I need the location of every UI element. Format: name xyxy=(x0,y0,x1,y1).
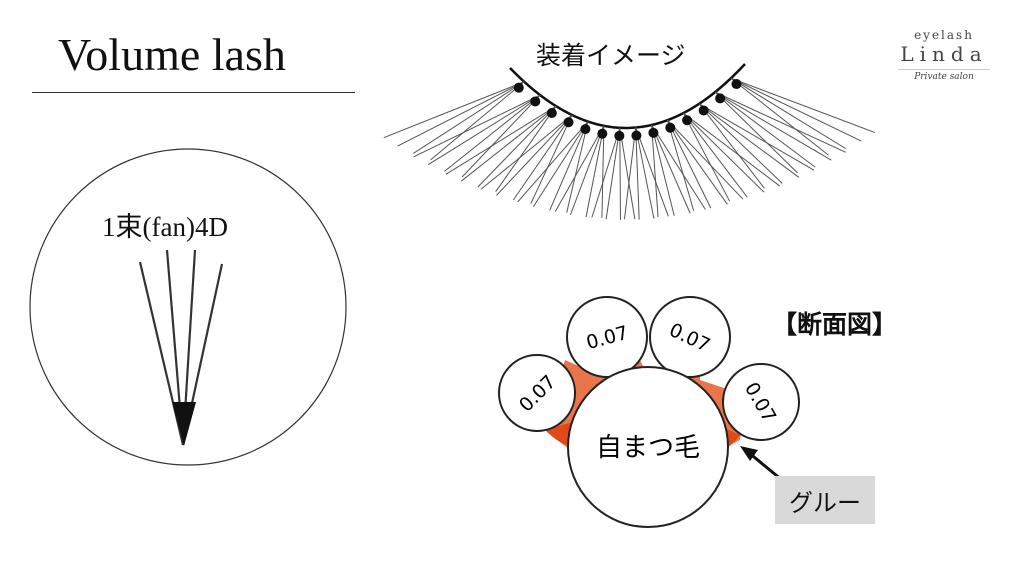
strip-lash xyxy=(566,121,589,213)
lash-strip xyxy=(383,63,876,220)
glue-label: グルー xyxy=(775,476,875,524)
strip-lash xyxy=(667,120,695,211)
strip-lash xyxy=(683,112,780,187)
lash-fan xyxy=(138,249,224,446)
strip-lash xyxy=(605,127,621,220)
page-title: Volume lash xyxy=(58,29,286,80)
strip-lash xyxy=(397,81,525,147)
strip-lash xyxy=(413,81,525,154)
natural-lash-circle xyxy=(567,366,729,528)
strip-lash xyxy=(413,94,541,158)
strip-lash-base xyxy=(530,96,541,107)
strip-lash xyxy=(714,91,832,161)
logo-sub: Private salon xyxy=(898,69,990,82)
strip-lash xyxy=(714,91,846,153)
fan-base xyxy=(172,402,196,446)
fan-circle xyxy=(29,148,347,466)
strip-lash xyxy=(569,125,605,216)
strip-lash-base xyxy=(715,93,726,104)
strip-lash-base xyxy=(580,124,591,135)
lash-line xyxy=(509,63,746,130)
strip-lash-base xyxy=(698,105,709,116)
strip-lash xyxy=(667,119,744,200)
strip-lash-base xyxy=(597,128,608,139)
title-divider xyxy=(32,92,355,93)
strip-lash xyxy=(682,112,748,198)
strip-lash-base xyxy=(614,130,625,141)
strip-lash-base xyxy=(648,127,659,138)
strip-lash xyxy=(383,81,525,139)
wear-image-label: 装着イメージ xyxy=(536,41,686,70)
extension-circle xyxy=(649,296,731,378)
strip-lash xyxy=(714,91,798,174)
strip-lash xyxy=(532,121,589,208)
strip-lash xyxy=(517,121,589,203)
strip-lash xyxy=(480,114,573,190)
strip-lash xyxy=(698,103,783,184)
strip-lash xyxy=(460,105,557,182)
logo-name: Linda xyxy=(900,42,988,66)
strip-lash xyxy=(591,127,621,218)
strip-lash xyxy=(427,94,541,166)
strip-lash xyxy=(651,125,659,217)
strip-lash xyxy=(683,112,765,193)
strip-lash xyxy=(651,124,691,214)
strip-lash xyxy=(730,77,847,150)
logo-top: eyelash xyxy=(914,28,974,42)
strip-lash xyxy=(682,112,731,202)
strip-lash xyxy=(635,127,669,217)
strip-lash xyxy=(667,119,712,209)
strip-lash xyxy=(619,127,621,220)
cross-section: 0.07 0.07 0.07 0.07 自まつ毛 xyxy=(498,296,800,528)
strip-lash xyxy=(635,127,640,220)
strip-lash-base xyxy=(546,107,557,118)
strip-lash xyxy=(530,114,573,204)
strip-lash xyxy=(635,127,655,219)
strip-lash xyxy=(601,125,605,218)
extension-circle xyxy=(566,296,648,378)
strip-lash xyxy=(554,125,605,212)
strip-lash xyxy=(730,77,829,156)
cross-section-title: 【断面図】 xyxy=(772,310,898,339)
strip-lash-base xyxy=(563,117,574,128)
strip-lash xyxy=(651,124,706,210)
strip-lash xyxy=(496,114,573,196)
strip-lash xyxy=(477,105,557,188)
extension-circle xyxy=(722,363,800,441)
strip-lash xyxy=(495,105,557,192)
brand-logo: eyelash Linda Private salon xyxy=(898,28,990,82)
strip-lash xyxy=(714,91,816,168)
strip-lash xyxy=(730,77,876,134)
strip-lash xyxy=(549,121,589,211)
strip-lash xyxy=(461,94,541,178)
extension-circle xyxy=(498,354,576,432)
strip-lash xyxy=(730,77,862,142)
strip-lash-base xyxy=(731,79,742,90)
strip-lash xyxy=(698,103,765,189)
natural-lash-label: 自まつ毛 xyxy=(596,433,700,463)
strip-lash xyxy=(585,125,605,218)
strip-lash xyxy=(651,124,675,216)
strip-lash-base xyxy=(665,122,676,133)
strip-lash xyxy=(698,103,815,171)
strip-lash xyxy=(623,127,637,220)
strip-lash xyxy=(698,103,800,178)
strip-lash xyxy=(512,114,573,201)
strip-lash-base xyxy=(513,82,524,93)
strip-lash xyxy=(667,119,728,205)
arrow-head-icon xyxy=(740,446,758,461)
fan-label: 1束(fan)4D xyxy=(102,212,228,242)
strip-lash xyxy=(445,105,557,175)
strip-lash-base xyxy=(682,115,693,126)
strip-lash xyxy=(619,127,636,220)
strip-lash-base xyxy=(631,130,642,141)
strip-lash xyxy=(444,94,541,172)
strip-lash xyxy=(430,81,525,161)
